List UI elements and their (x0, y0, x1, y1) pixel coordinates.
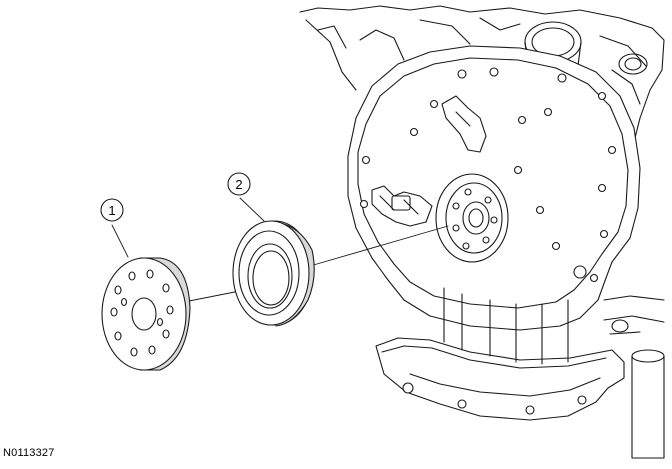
oil-pan-bolts (402, 382, 587, 415)
callout-2: 2 (227, 172, 265, 222)
rear-main-oil-seal (232, 220, 315, 327)
installer-holes (110, 269, 174, 357)
oil-pan-rim (381, 345, 607, 397)
oil-filter (631, 349, 665, 459)
callout-1: 1 (100, 198, 129, 258)
lower-right-piping (603, 295, 665, 335)
top-right-boss (618, 53, 648, 75)
flange-rim (357, 57, 629, 309)
seal-installer-plate (101, 257, 191, 371)
oil-pan (375, 337, 625, 421)
engine-block (299, 5, 665, 459)
callout-2-label: 2 (235, 177, 242, 192)
crank-sensor-bracket (371, 185, 433, 227)
callout-1-label: 1 (108, 203, 115, 218)
engine-upper-detail (305, 17, 647, 105)
oil-pan-ribs (443, 287, 569, 365)
flange-bolts (359, 67, 617, 283)
lower-right-fitting (611, 319, 629, 333)
top-sensor (441, 95, 487, 153)
crankshaft-hub (435, 173, 509, 263)
figure-id: N0113327 (3, 447, 55, 459)
